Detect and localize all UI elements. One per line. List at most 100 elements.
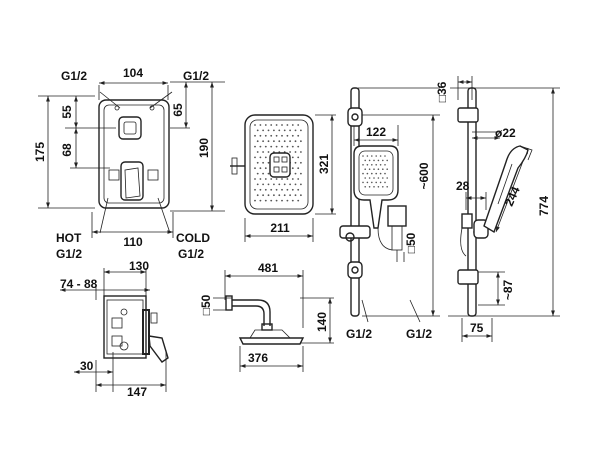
slide-rail-front: 122 ~600 □50 G1/2 G1/2: [339, 87, 440, 341]
nozzle-dot: [256, 129, 259, 132]
nozzle-dot: [286, 145, 289, 148]
nozzle-dot: [375, 164, 378, 166]
nozzle-dot: [275, 124, 278, 126]
nozzle-dot: [371, 181, 373, 184]
mixer-side-view: 74 - 88 130 30 147: [59, 259, 169, 399]
nozzle-dot: [368, 177, 371, 179]
nozzle-dot: [386, 186, 389, 188]
nozzle-dot: [379, 181, 382, 184]
nozzle-dot: [281, 178, 283, 180]
nozzle-dot: [364, 159, 367, 162]
diverter-knob: [118, 116, 142, 140]
nozzle-dot: [297, 156, 300, 159]
nozzle-dot: [297, 167, 300, 170]
nozzle-dot: [371, 164, 373, 166]
nozzle-dot: [281, 134, 283, 137]
nozzle-dot: [254, 178, 256, 180]
nozzle-dot: [294, 129, 297, 132]
overall-height: 774: [537, 196, 551, 216]
mixer-upper-left-height: 55: [60, 105, 74, 119]
mixer-top-width: 104: [123, 66, 143, 80]
hand-shower-front: [353, 145, 399, 229]
nozzle-dot: [362, 172, 364, 175]
nozzle-dot: [256, 140, 259, 143]
nozzle-dot: [384, 181, 386, 184]
mixer-plate: [98, 99, 170, 209]
nozzle-dot: [362, 155, 364, 157]
mixer-mid-left-height: 68: [60, 143, 74, 157]
nozzle-dot: [384, 164, 386, 166]
overhead-head-profile: [238, 337, 305, 345]
mixer-front-view: G1/2 104 G1/2 55 65 175 68 190 HOT G1/2 …: [33, 66, 225, 261]
nozzle-dot: [275, 199, 278, 202]
nozzle-dot: [254, 145, 256, 148]
nozzle-dot: [368, 168, 371, 170]
nozzle-dot: [382, 159, 384, 162]
mixer-cold-label: COLD: [176, 231, 210, 245]
nozzle-dot: [275, 188, 278, 191]
nozzle-dot: [368, 186, 371, 188]
nozzle-dot: [364, 177, 367, 179]
nozzle-dot: [382, 186, 384, 188]
mixer-bottom-width: 110: [123, 235, 143, 249]
nozzle-dot: [254, 156, 256, 159]
overhead-head: [244, 114, 314, 215]
nozzle-dot: [256, 151, 259, 153]
nozzle-dot: [368, 159, 371, 162]
concealed-box: [103, 295, 147, 359]
nozzle-dot: [386, 159, 389, 162]
nozzle-dot: [366, 172, 369, 175]
nozzle-dot: [262, 172, 264, 175]
nozzle-dot: [300, 172, 302, 175]
nozzle-dot: [262, 183, 264, 186]
side-depth-75: 75: [470, 321, 484, 335]
nozzle-dot: [278, 183, 281, 186]
nozzle-dot: [291, 167, 294, 170]
mixer-upper-right-height: 65: [171, 103, 185, 117]
nozzle-dot: [377, 177, 380, 179]
side-depth-range: 74 - 88: [60, 277, 98, 291]
outlet-block: [387, 205, 407, 227]
nozzle-dot: [362, 181, 364, 184]
nozzle-dot: [286, 124, 289, 126]
nozzle-dot: [283, 183, 286, 186]
mixer-top-left-thread: G1/2: [61, 69, 87, 83]
nozzle-dot: [264, 188, 267, 191]
nozzle-dot: [289, 194, 291, 197]
nozzle-dot: [289, 129, 291, 132]
nozzle-dot: [362, 164, 364, 166]
nozzle-dot: [291, 188, 294, 191]
nozzle-dot: [386, 177, 389, 179]
nozzle-dot: [371, 155, 373, 157]
nozzle-dot: [384, 155, 386, 157]
nozzle-dot: [373, 177, 375, 179]
nozzle-dot: [379, 155, 382, 157]
nozzle-dot: [259, 145, 262, 148]
nozzle-dot: [289, 183, 291, 186]
nozzle-dot: [270, 188, 273, 191]
nozzle-dot: [382, 177, 384, 179]
nozzle-dot: [294, 140, 297, 143]
mixer-cold-thread: G1/2: [178, 247, 204, 261]
mixer-overall-height-left: 175: [33, 142, 47, 162]
nozzle-dot: [364, 186, 367, 188]
nozzle-dot: [289, 151, 291, 153]
outlet-square: □50: [404, 232, 418, 253]
nozzle-dot: [377, 186, 380, 188]
nozzle-dot: [297, 178, 300, 180]
nozzle-dot: [273, 183, 275, 186]
nozzle-dot: [278, 129, 281, 132]
nozzle-dot: [262, 194, 264, 197]
side-wall-offset: 30: [80, 359, 94, 373]
bracket-square: □36: [435, 81, 449, 102]
nozzle-dot: [283, 129, 286, 132]
nozzle-dot: [373, 168, 375, 170]
nozzle-dot: [256, 183, 259, 186]
nozzle-dot: [281, 199, 283, 202]
nozzle-dot: [259, 156, 262, 159]
mixer-overall-height-right: 190: [197, 138, 211, 158]
nozzle-dot: [264, 145, 267, 148]
nozzle-dot: [291, 124, 294, 126]
nozzle-dot: [254, 167, 256, 170]
